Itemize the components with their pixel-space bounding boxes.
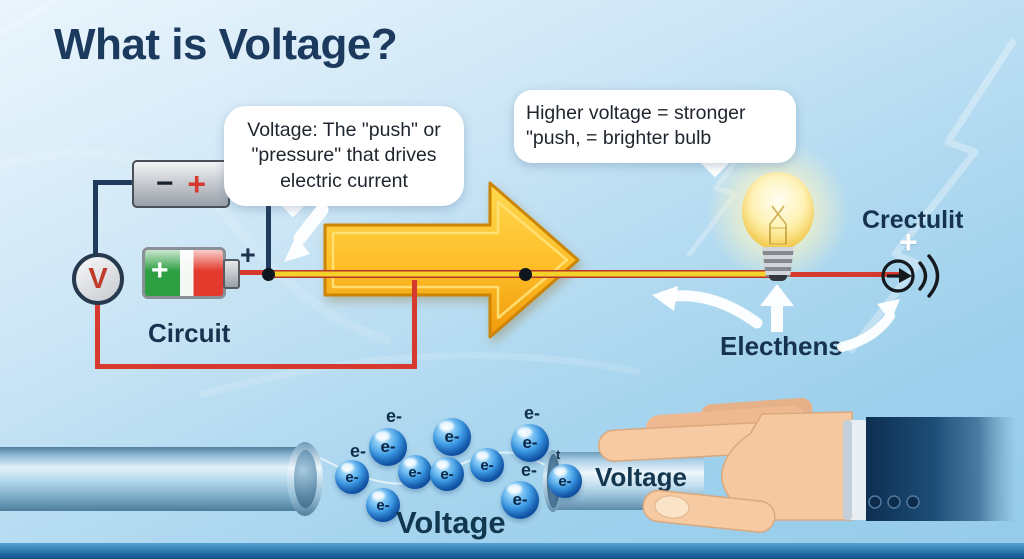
voltmeter-symbol: V — [88, 262, 108, 295]
voltmeter: V — [72, 253, 124, 305]
electron-sphere: e- — [398, 455, 432, 489]
electron-float-label: e- — [524, 403, 541, 423]
battery-cell: + — [142, 247, 226, 299]
pipe-left-opening — [294, 450, 317, 508]
junction-dot-right — [519, 268, 532, 281]
pushing-hand — [598, 398, 1018, 533]
page-title: What is Voltage? — [54, 20, 398, 69]
bottom-edge-bar — [0, 543, 1024, 559]
white-plus-label: + — [899, 224, 918, 260]
battery-cell-gloss — [145, 250, 223, 272]
battery-cell-plus: + — [151, 254, 169, 287]
pipe-left — [0, 447, 300, 511]
signal-output-icon — [881, 254, 940, 298]
bulb-filament-icon — [769, 205, 787, 245]
battery-minus-label: − — [155, 167, 174, 200]
wire-navy-top-left-h — [93, 180, 135, 185]
wire-red-bottom-h — [95, 364, 417, 369]
wire-navy-down-v — [266, 180, 271, 276]
bulb-base-tip — [769, 275, 787, 281]
bubble-left: Voltage: The "push" or "pressure" that d… — [224, 106, 464, 207]
electron-sphere: e- — [433, 418, 471, 456]
bubble-right: Higher voltage = stronger "push, = brigh… — [514, 90, 796, 163]
electron-float-label: e- — [521, 460, 538, 480]
junction-plus-label: + — [240, 240, 256, 270]
wire-red-to-icon — [772, 272, 904, 277]
circuit-label: Circuit — [148, 318, 231, 348]
bulb-base — [762, 247, 794, 277]
electron-sphere: e- — [470, 448, 504, 482]
wire-navy-left-v — [93, 180, 98, 256]
wire-red-left-v — [95, 300, 100, 368]
electron-sphere: e- — [366, 488, 400, 522]
electron-sphere: e- — [430, 457, 464, 491]
electron-sphere: e- — [511, 424, 549, 462]
electron-float-label: e- — [350, 441, 367, 461]
electron-sphere: e- — [501, 481, 539, 519]
crectulit-label: Crectulit — [862, 206, 964, 234]
wire-red-cell-link — [235, 270, 269, 275]
battery-plus-label: + — [187, 166, 207, 202]
current-direction-arrow — [323, 181, 580, 339]
junction-dot-left — [262, 268, 275, 281]
battery-top: − + — [132, 160, 230, 208]
electron-sphere: e- — [335, 460, 369, 494]
battery-cell-terminal — [223, 259, 240, 289]
light-bulb — [742, 172, 814, 250]
electrons-label: Electhens — [720, 331, 843, 361]
electron-float-label: e- — [386, 406, 403, 426]
voltage-bottom-label: Voltage — [396, 505, 506, 540]
wire-red-return-v — [412, 280, 417, 369]
